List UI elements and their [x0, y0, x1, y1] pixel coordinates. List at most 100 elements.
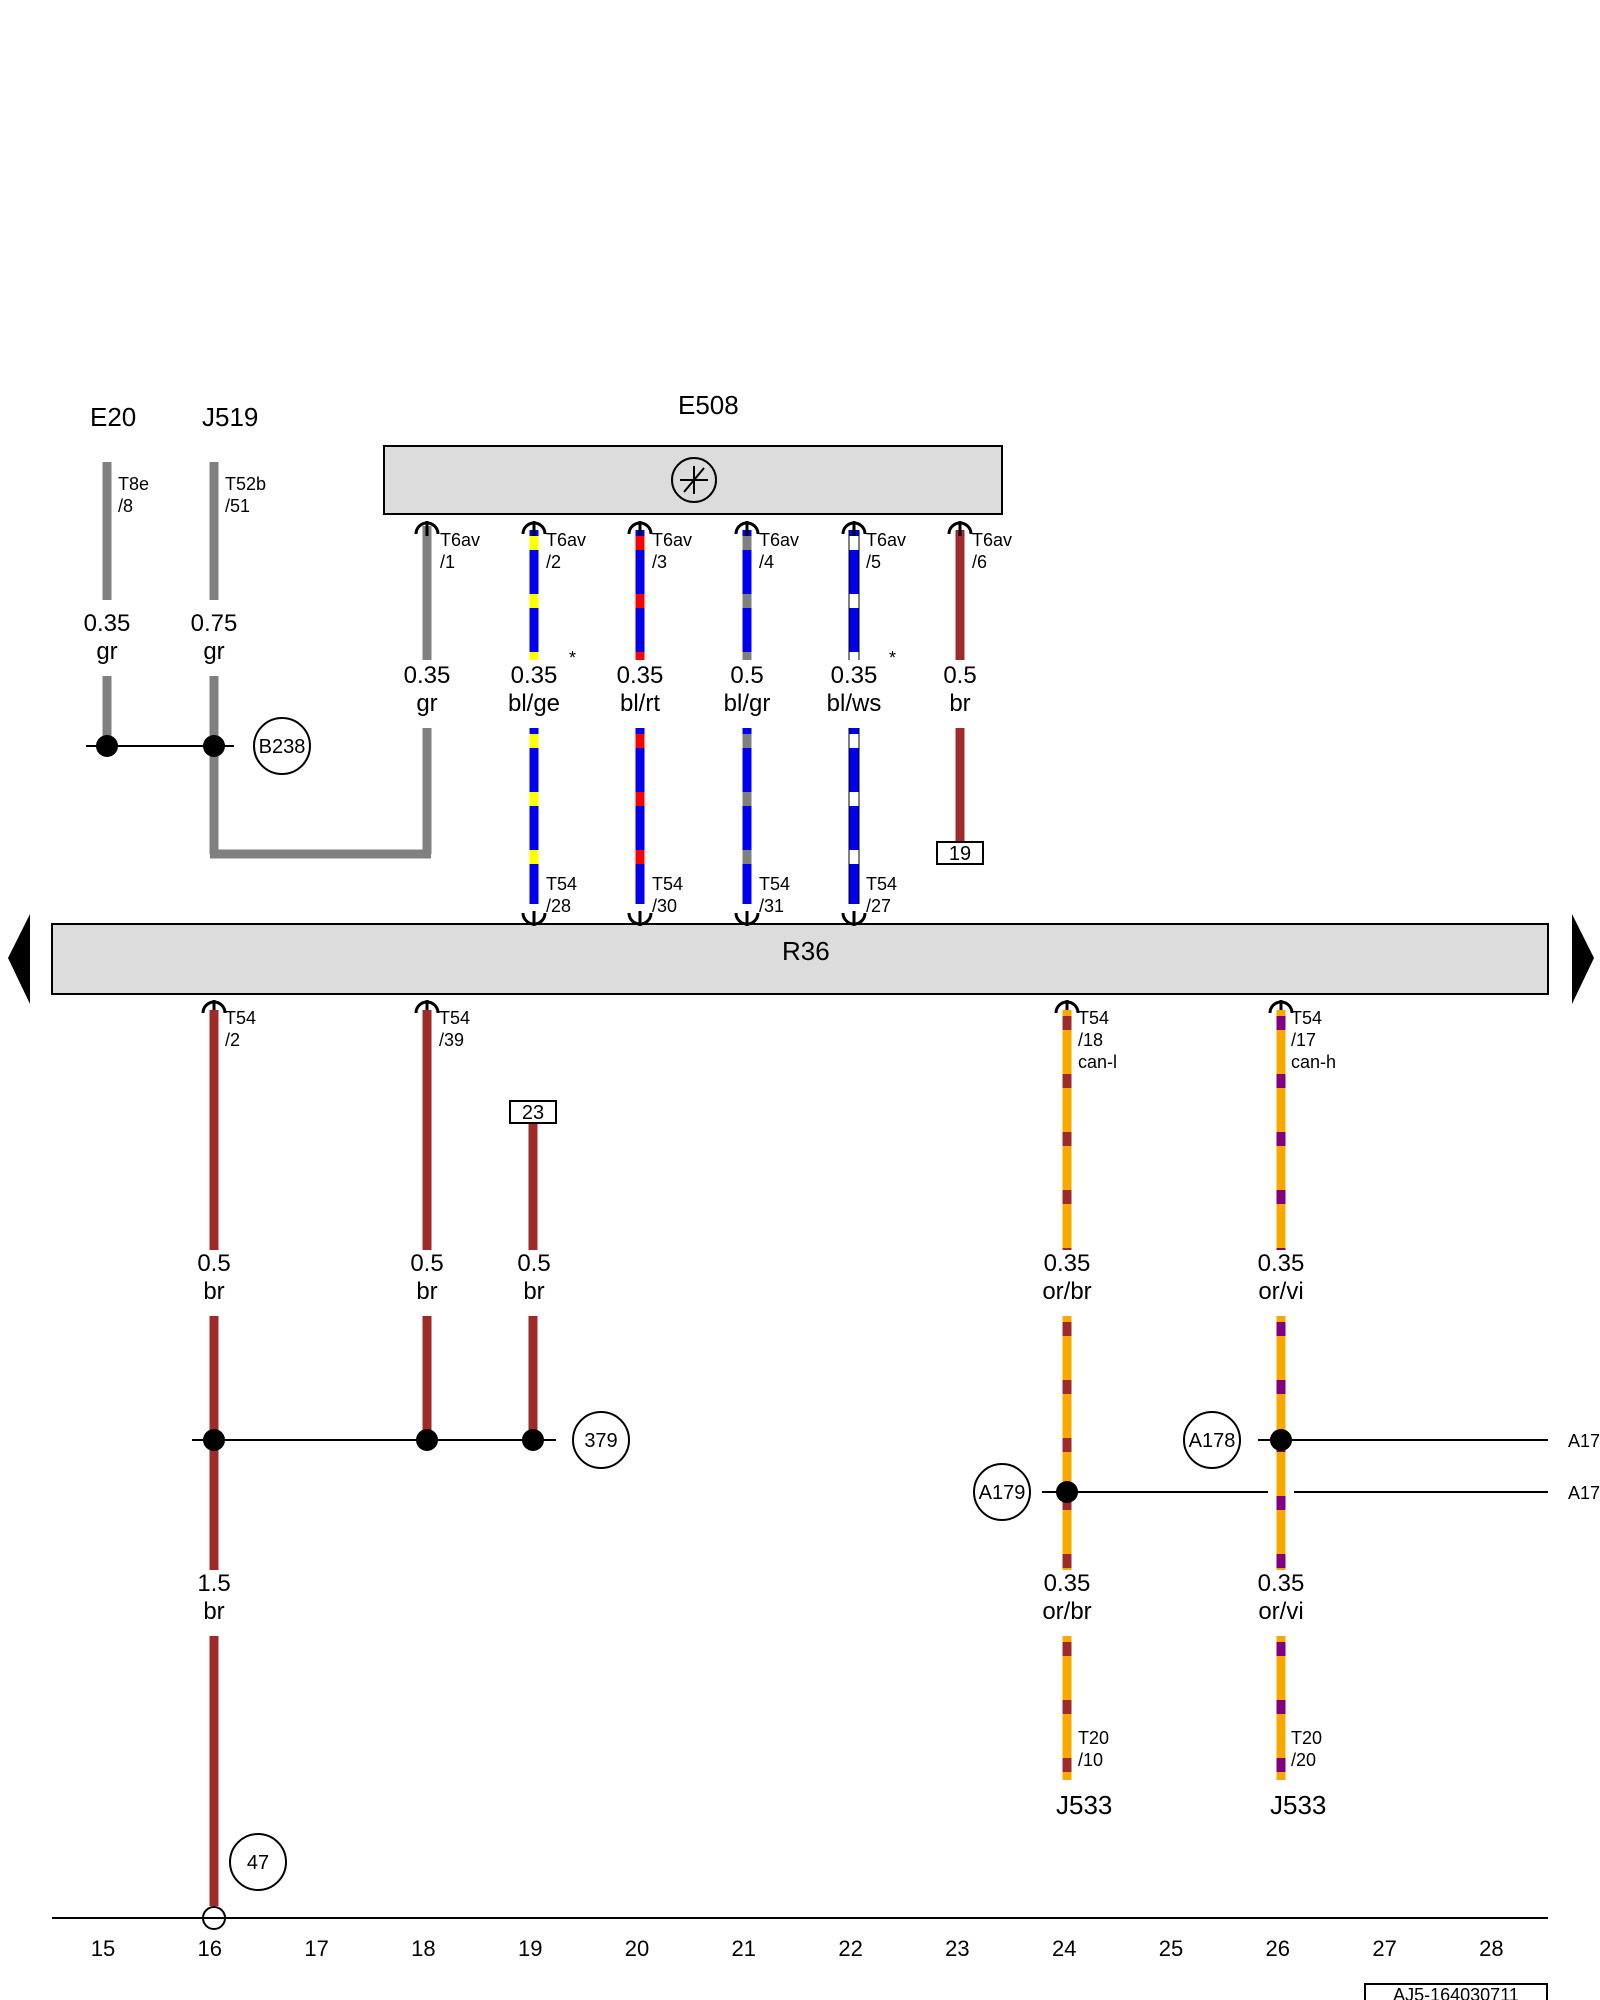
splice-dot-16 [203, 1429, 225, 1451]
svg-text:23: 23 [522, 1102, 544, 1124]
svg-text:br: br [416, 1278, 437, 1305]
svg-text:1.5: 1.5 [197, 1570, 230, 1597]
pin-r36-30: T54 /30 [652, 874, 683, 916]
pin-j519: T52b /51 [225, 474, 266, 516]
svg-text:or/br: or/br [1042, 1278, 1091, 1305]
svg-text:0.35: 0.35 [1044, 1570, 1091, 1597]
ref-b238[interactable]: B238 [253, 717, 311, 775]
svg-text:bl/rt: bl/rt [620, 690, 660, 717]
j519-label: J519 [202, 402, 258, 432]
spec-can-h-lower: 0.35 or/vi [1258, 1570, 1305, 1625]
svg-text:0.35: 0.35 [1044, 1250, 1091, 1277]
pin-e508-3: T6av /3 [652, 530, 692, 572]
spec-e508-2: 0.35 bl/ge [508, 662, 560, 717]
pin-r36-39: T54 /39 [439, 1008, 470, 1050]
pin-e508-4: T6av /4 [759, 530, 799, 572]
ref-47[interactable]: 47 [229, 1833, 287, 1891]
svg-text:/3: /3 [652, 552, 667, 572]
svg-text:T6av: T6av [440, 530, 480, 550]
svg-text:47: 47 [247, 1852, 269, 1874]
svg-text:/8: /8 [118, 496, 133, 516]
svg-text:can-l: can-l [1078, 1052, 1117, 1072]
svg-text:/27: /27 [866, 896, 891, 916]
svg-text:T6av: T6av [972, 530, 1012, 550]
svg-text:0.75: 0.75 [191, 610, 238, 637]
svg-text:/10: /10 [1078, 1750, 1103, 1770]
svg-text:0.35: 0.35 [617, 662, 664, 689]
svg-text:/31: /31 [759, 896, 784, 916]
ref-box-19[interactable]: 19 [936, 841, 984, 865]
svg-text:AJ5-164030711: AJ5-164030711 [1393, 1985, 1519, 2000]
svg-text:br: br [949, 690, 970, 717]
svg-text:0.35: 0.35 [84, 610, 131, 637]
splice-dot-18 [416, 1429, 438, 1451]
r36-label: R36 [782, 936, 830, 966]
svg-text:0.35: 0.35 [511, 662, 558, 689]
a179-edge-label: A179 [1568, 1483, 1600, 1503]
a178-edge-label: A178 [1568, 1431, 1600, 1451]
pin-e508-1: T6av /1 [440, 530, 480, 572]
svg-text:T54: T54 [1291, 1008, 1322, 1028]
pin-r36-18: T54 /18 can-l [1078, 1008, 1117, 1072]
splice-dot-e20 [96, 735, 118, 757]
spec-can-h-upper: 0.35 or/vi [1258, 1250, 1305, 1305]
left-arrow-icon[interactable] [8, 914, 30, 1004]
svg-text:br: br [203, 1598, 224, 1625]
ref-a179[interactable]: A179 [973, 1463, 1031, 1521]
svg-text:379: 379 [584, 1430, 617, 1452]
svg-text:gr: gr [416, 690, 437, 717]
svg-text:or/vi: or/vi [1258, 1278, 1303, 1305]
splice-dot-j519 [203, 735, 225, 757]
ref-box-23[interactable]: 23 [509, 1100, 557, 1124]
svg-text:0.5: 0.5 [730, 662, 763, 689]
pin-e508-6: T6av /6 [972, 530, 1012, 572]
svg-text:T54: T54 [225, 1008, 256, 1028]
svg-text:bl/ws: bl/ws [827, 690, 882, 717]
svg-text:T6av: T6av [759, 530, 799, 550]
svg-text:T20: T20 [1291, 1728, 1322, 1748]
svg-text:/2: /2 [225, 1030, 240, 1050]
svg-text:bl/gr: bl/gr [724, 690, 771, 717]
column-number-26: 26 [1266, 1936, 1290, 1961]
svg-text:T54: T54 [439, 1008, 470, 1028]
pin-e20: T8e /8 [118, 474, 149, 516]
star-marker-5: * [889, 648, 896, 668]
spec-r36-2: 0.5 br [197, 1250, 230, 1305]
pin-e508-5: T6av /5 [866, 530, 906, 572]
footer-id-box: AJ5-164030711 [1364, 1983, 1548, 2000]
svg-text:T54: T54 [1078, 1008, 1109, 1028]
column-number-21: 21 [732, 1936, 756, 1961]
svg-text:T54: T54 [652, 874, 683, 894]
ref-379[interactable]: 379 [572, 1411, 630, 1469]
svg-text:/30: /30 [652, 896, 677, 916]
spec-e508-4: 0.5 bl/gr [724, 662, 771, 717]
star-marker-2: * [569, 648, 576, 668]
svg-text:T8e: T8e [118, 474, 149, 494]
svg-text:or/vi: or/vi [1258, 1598, 1303, 1625]
spec-e508-5: 0.35 bl/ws [827, 662, 882, 717]
svg-text:0.5: 0.5 [410, 1250, 443, 1277]
column-number-16: 16 [198, 1936, 222, 1961]
spec-r36-39: 0.5 br [410, 1250, 443, 1305]
ref-a178[interactable]: A178 [1183, 1411, 1241, 1469]
pin-e508-2: T6av /2 [546, 530, 586, 572]
spec-e508-6: 0.5 br [943, 662, 976, 717]
right-arrow-icon[interactable] [1572, 914, 1594, 1004]
column-number-28: 28 [1479, 1936, 1503, 1961]
r36-box[interactable] [51, 923, 1549, 995]
svg-text:or/br: or/br [1042, 1598, 1091, 1625]
svg-text:/6: /6 [972, 552, 987, 572]
svg-text:0.5: 0.5 [943, 662, 976, 689]
splice-dot-a179 [1056, 1481, 1078, 1503]
svg-text:0.5: 0.5 [517, 1250, 550, 1277]
svg-text:A178: A178 [1189, 1430, 1236, 1452]
j533-right-label: J533 [1270, 1790, 1326, 1820]
column-number-22: 22 [838, 1936, 862, 1961]
svg-text:/51: /51 [225, 496, 250, 516]
svg-text:/18: /18 [1078, 1030, 1103, 1050]
svg-text:0.35: 0.35 [1258, 1250, 1305, 1277]
svg-text:T6av: T6av [866, 530, 906, 550]
wires-layer [86, 462, 1548, 1930]
pin-j533-20: T20 /20 [1291, 1728, 1322, 1770]
